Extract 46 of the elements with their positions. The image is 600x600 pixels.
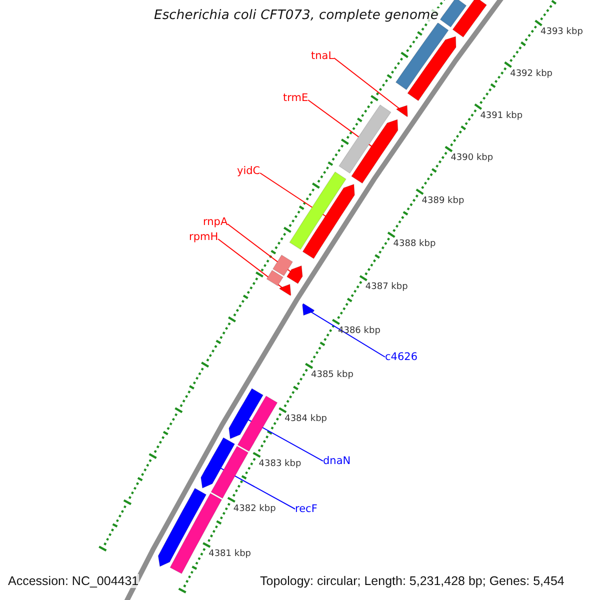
gene-feature bbox=[272, 254, 294, 276]
gene-feature bbox=[286, 265, 303, 284]
tick-label: 4391 kbp bbox=[480, 110, 523, 121]
leader-line bbox=[227, 224, 292, 272]
leader-line bbox=[334, 58, 400, 110]
gene-label: yidC bbox=[237, 165, 260, 177]
gene-label: recF bbox=[295, 503, 318, 515]
tick-label: 4390 kbp bbox=[450, 153, 494, 164]
gene-feature bbox=[351, 119, 398, 184]
tick-label: 4383 kbp bbox=[258, 458, 302, 469]
leader-line bbox=[218, 238, 283, 288]
gene-feature bbox=[395, 22, 449, 90]
gene-feature bbox=[237, 396, 278, 452]
gene-feature bbox=[302, 184, 355, 260]
gene-feature bbox=[200, 437, 236, 489]
gene-feature bbox=[210, 446, 249, 499]
gene-feature bbox=[440, 0, 467, 28]
tick-label: 4387 kbp bbox=[365, 282, 408, 292]
tick-label: 4388 kbp bbox=[393, 238, 436, 249]
tick-label: 4381 kbp bbox=[208, 549, 251, 559]
map-title: Escherichia coli CFT073, complete genome bbox=[152, 8, 440, 23]
gene-feature bbox=[396, 105, 408, 118]
gene-label: trmE bbox=[283, 92, 308, 104]
gene-label: tnaL bbox=[311, 50, 334, 62]
accession-text: Accession: NC_004431 bbox=[8, 574, 139, 588]
tick-label: 4384 kbp bbox=[284, 414, 327, 424]
gene-label: c4626 bbox=[385, 351, 418, 363]
tick-label: 4382 kbp bbox=[233, 504, 276, 514]
gene-feature bbox=[289, 171, 346, 250]
gene-feature bbox=[407, 36, 456, 102]
gene-feature bbox=[228, 388, 264, 440]
leader-line bbox=[310, 311, 386, 358]
gene-feature bbox=[279, 284, 292, 296]
gene-feature bbox=[338, 104, 392, 174]
gene-feature bbox=[158, 488, 207, 567]
gene-feature bbox=[302, 303, 315, 316]
gene-feature bbox=[452, 0, 488, 38]
tick-label: 4385 kbp bbox=[311, 370, 354, 380]
gene-label: rnpA bbox=[203, 216, 228, 228]
tick-label: 4389 kbp bbox=[422, 196, 464, 206]
gene-label: dnaN bbox=[323, 455, 351, 467]
gene-label: rpmH bbox=[189, 231, 218, 243]
tick-label: 4393 kbp bbox=[540, 27, 583, 37]
genome-stats-text: Topology: circular; Length: 5,231,428 bp; Genes: 5,454 bbox=[260, 574, 564, 588]
tick-label: 4392 kbp bbox=[510, 68, 552, 79]
gene-feature bbox=[266, 270, 284, 286]
